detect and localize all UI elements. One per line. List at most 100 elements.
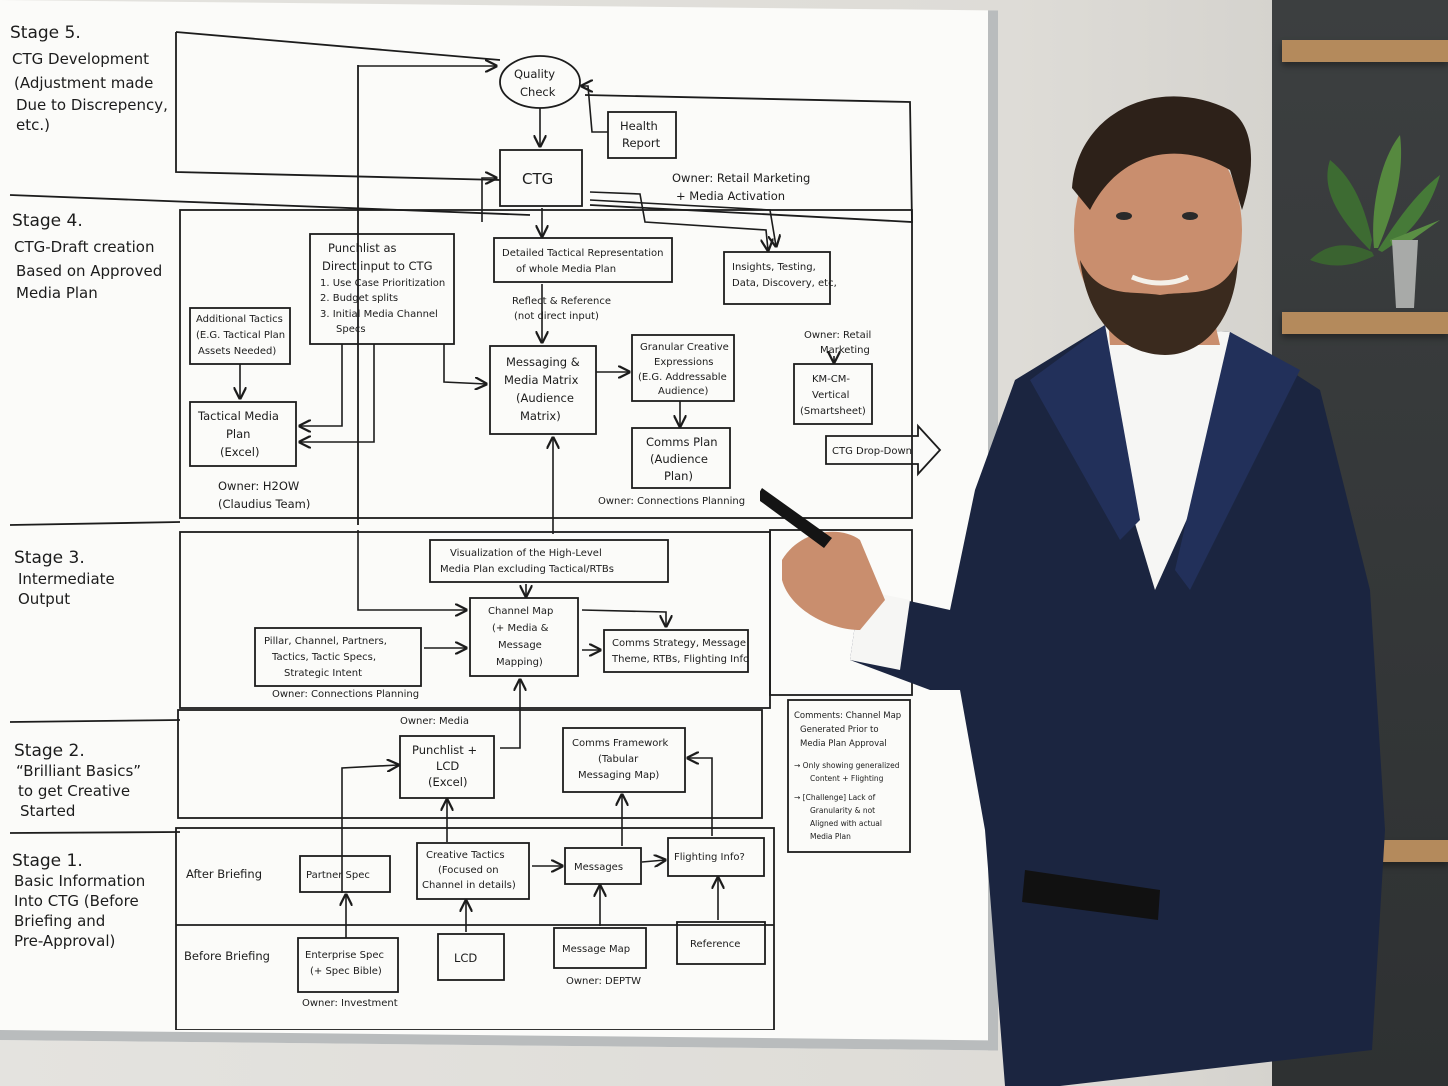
pillar-channel-line-3: Strategic Intent	[284, 668, 362, 679]
granular-creative-box	[631, 334, 735, 402]
punchlist-ctg-line-4: 2. Budget splits	[320, 293, 398, 304]
flighting-info-label: Flighting Info?	[674, 852, 745, 863]
comments-line-5: Content + Flighting	[810, 774, 884, 783]
detailed-tactical-line-1: Detailed Tactical Representation	[502, 248, 663, 259]
lcd-label: LCD	[454, 951, 477, 965]
stage-5-line-2: (Adjustment made	[14, 74, 153, 92]
comments-line-1: Comments: Channel Map	[794, 711, 901, 721]
message-map-label: Message Map	[562, 944, 630, 955]
stage-3-title: Stage 3.	[14, 548, 85, 568]
quality-check-line-1: Quality	[514, 67, 555, 81]
tactical-media-plan-box	[189, 401, 297, 467]
stage-5-line-1: CTG Development	[12, 50, 149, 68]
tactical-media-plan-line-2: Plan	[226, 427, 250, 441]
owner-connections-3: Owner: Connections Planning	[272, 689, 419, 700]
stage-2-line-1: “Brilliant Basics”	[16, 762, 141, 780]
tactical-media-plan-line-3: (Excel)	[220, 445, 259, 459]
owner-h2ow-line-2: (Claudius Team)	[218, 497, 310, 511]
flighting-info-box	[667, 837, 765, 877]
owner-retail-media-line-2: + Media Activation	[676, 189, 785, 203]
messaging-matrix-line-4: Matrix)	[520, 409, 561, 423]
owner-retail-marketing-line-1: Owner: Retail	[804, 330, 871, 341]
stage-4-line-2: Based on Approved	[16, 262, 162, 280]
stage-2-label: Stage 2. “Brilliant Basics” to get Creat…	[14, 741, 141, 820]
comments-line-4: → Only showing generalized	[794, 761, 900, 770]
channel-map-box	[469, 597, 579, 677]
node-labels: Quality Check Health Report CTG Owner: R…	[184, 67, 912, 1009]
presenter	[760, 96, 1385, 1086]
comms-strategy-line-1: Comms Strategy, Message	[612, 638, 746, 649]
reference-box	[676, 921, 766, 965]
granular-creative-line-2: Expressions	[654, 357, 714, 368]
creative-tactics-line-2: (Focused on	[438, 865, 499, 876]
marker-pen	[760, 488, 832, 548]
stage-4-label: Stage 4. CTG-Draft creation Based on App…	[12, 211, 162, 302]
health-report-line-1: Health	[620, 119, 658, 133]
stage-2-title: Stage 2.	[14, 741, 85, 761]
stage-4-title: Stage 4.	[12, 211, 83, 231]
owner-investment: Owner: Investment	[302, 998, 398, 1009]
comments-box	[787, 699, 911, 853]
messages-box	[564, 847, 642, 885]
stage-1-label: Stage 1. Basic Information Into CTG (Bef…	[12, 851, 145, 950]
creative-tactics-line-3: Channel in details)	[422, 880, 516, 891]
granular-creative-line-3: (E.G. Addressable	[638, 372, 727, 383]
stage-1-line-2: Into CTG (Before	[14, 892, 139, 910]
insights-line-1: Insights, Testing,	[732, 262, 816, 273]
insights-line-2: Data, Discovery, etc,	[732, 278, 837, 289]
suit-jacket	[850, 325, 1385, 1086]
comments-line-9: Media Plan	[810, 832, 851, 841]
comments-line-2: Generated Prior to	[800, 725, 879, 735]
comms-plan-line-1: Comms Plan	[646, 435, 718, 449]
comms-framework-line-2: (Tabular	[598, 754, 639, 765]
channel-map-line-2: (+ Media &	[492, 623, 549, 634]
km-cm-vertical-box	[793, 363, 873, 425]
ctg-dropdown-arrow	[825, 423, 942, 477]
km-cm-vertical-line-3: (Smartsheet)	[800, 406, 866, 417]
comments-line-8: Aligned with actual	[810, 819, 882, 828]
reflect-reference-line-1: Reflect & Reference	[512, 296, 611, 307]
hair	[1072, 96, 1252, 210]
punchlist-lcd-line-3: (Excel)	[428, 775, 467, 789]
before-briefing-label: Before Briefing	[184, 949, 270, 963]
stage-5-line-3: Due to Discrepency,	[16, 96, 168, 114]
comms-plan-line-3: Plan)	[664, 469, 693, 483]
enterprise-spec-line-1: Enterprise Spec	[305, 950, 384, 961]
additional-tactics-line-3: Assets Needed)	[198, 346, 276, 357]
health-report-line-2: Report	[622, 136, 661, 150]
punchlist-ctg-line-5: 3. Initial Media Channel	[320, 309, 438, 320]
after-briefing-label: After Briefing	[186, 867, 262, 881]
messaging-matrix-box	[489, 345, 597, 435]
punchlist-lcd-line-2: LCD	[436, 759, 459, 773]
belt	[1022, 870, 1160, 920]
granular-creative-line-4: Audience)	[658, 386, 708, 397]
km-cm-vertical-line-2: Vertical	[812, 390, 849, 401]
stage-1-line-3: Briefing and	[14, 912, 105, 930]
punchlist-ctg-line-1: Punchlist as	[328, 241, 397, 255]
hand	[782, 531, 885, 630]
comms-framework-line-3: Messaging Map)	[578, 770, 659, 781]
lcd-box	[437, 933, 505, 981]
left-lapel	[1030, 325, 1140, 540]
detailed-tactical-line-2: of whole Media Plan	[516, 264, 616, 275]
detailed-tactical-box	[493, 237, 673, 283]
additional-tactics-line-2: (E.G. Tactical Plan	[196, 330, 285, 341]
comms-strategy-box	[603, 629, 749, 673]
punchlist-lcd-box	[399, 735, 495, 799]
punchlist-ctg-line-3: 1. Use Case Prioritization	[320, 278, 445, 289]
stage-1-title: Stage 1.	[12, 851, 83, 871]
comments-line-6: → [Challenge] Lack of	[794, 793, 876, 802]
owner-retail-media-line-1: Owner: Retail Marketing	[672, 171, 810, 185]
section-frames	[175, 31, 913, 1030]
stage-1-line-1: Basic Information	[14, 872, 145, 890]
diagram-boxes	[189, 55, 942, 993]
stage-4-line-1: CTG-Draft creation	[14, 238, 155, 256]
enterprise-spec-line-2: (+ Spec Bible)	[310, 966, 382, 977]
shelf-top	[1282, 40, 1448, 62]
beard	[1080, 260, 1238, 355]
smile	[1130, 274, 1190, 286]
punchlist-ctg-line-6: Specs	[336, 324, 366, 335]
stage-1-line-4: Pre-Approval)	[14, 932, 115, 950]
punchlist-lcd-line-1: Punchlist +	[412, 743, 477, 757]
channel-map-line-4: Mapping)	[496, 657, 543, 668]
